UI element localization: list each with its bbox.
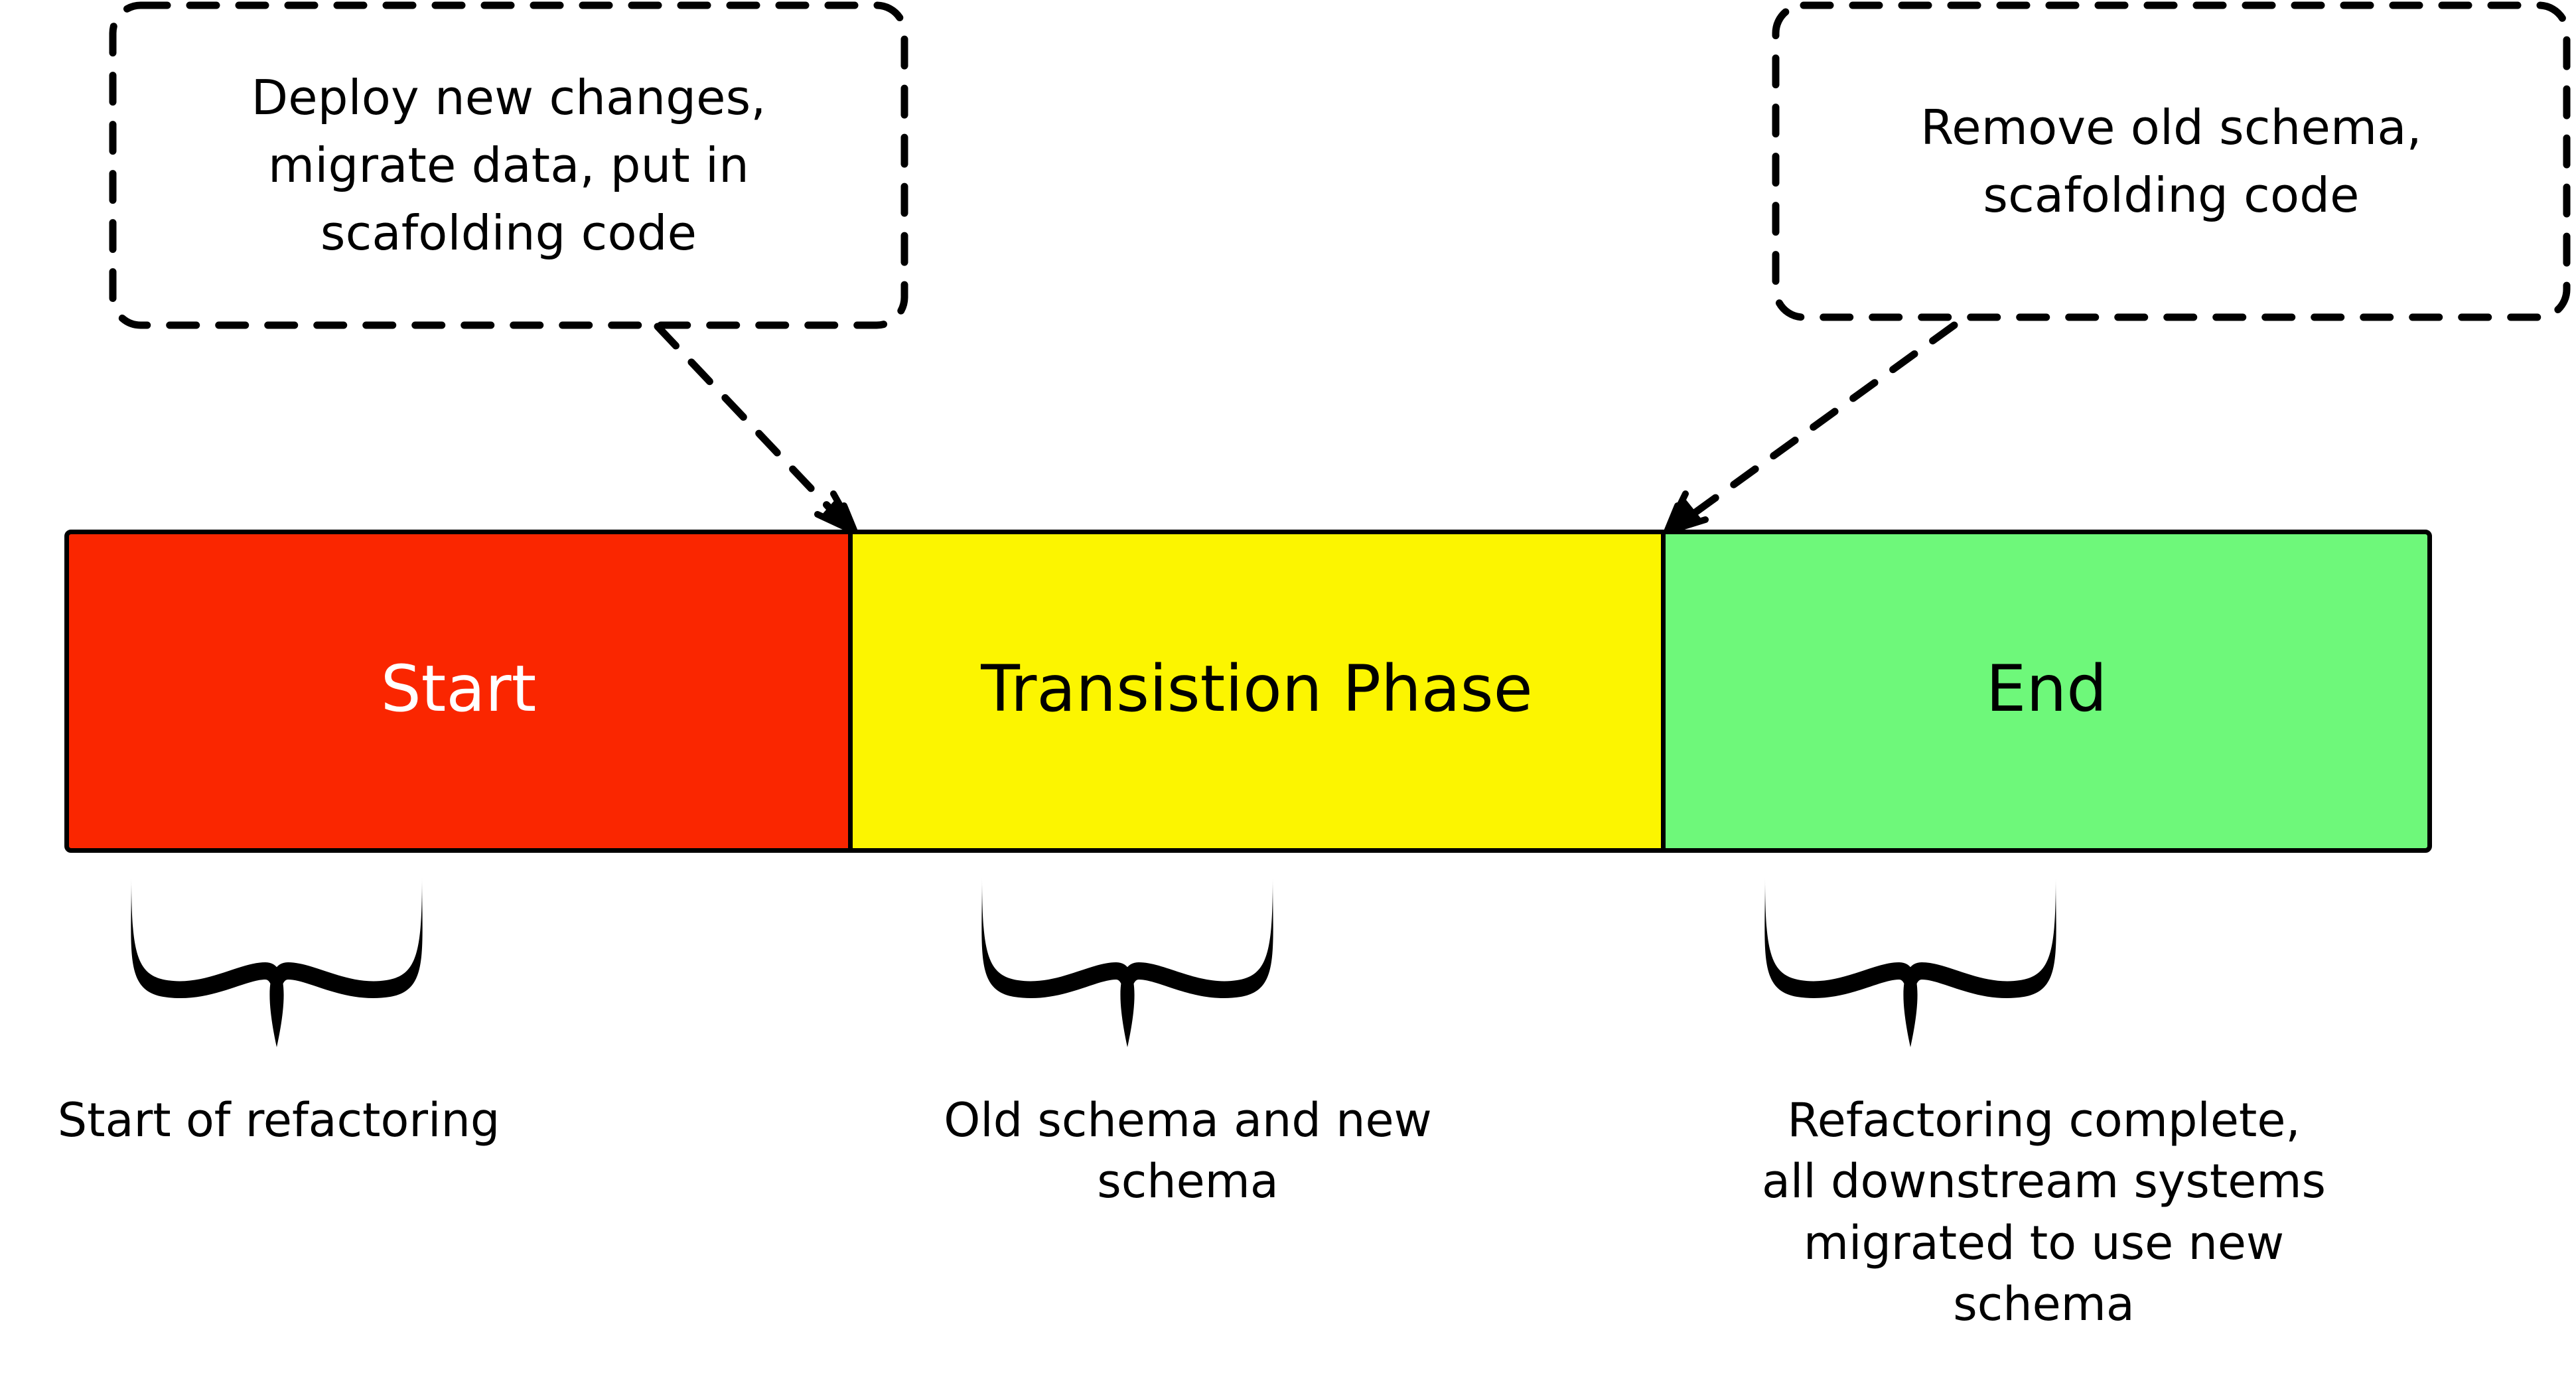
phase-bar-end[interactable]: End [1661,530,2432,853]
phase-bar-end-label: End [1985,651,2108,726]
brace-transition [981,877,1273,1047]
brace-caption-transition: Old schema and new schema [944,1093,1432,1209]
brace-caption-start: Start of refactoring [57,1093,500,1147]
callout-arrow-deploy [654,323,858,535]
phase-bar-row: Start Transistion Phase End [64,530,2437,853]
phase-bar-transition-label: Transistion Phase [981,651,1533,726]
phase-bar-transition[interactable]: Transistion Phase [848,530,1666,853]
brace-start [131,877,423,1047]
phase-bar-start-label: Start [380,651,537,726]
brace-end [1764,877,2056,1047]
phase-bar-start[interactable]: Start [64,530,853,853]
callout-label-remove: Remove old schema, scafolding code [1920,99,2422,223]
brace-caption-end: Refactoring complete, all downstream sys… [1761,1093,2326,1332]
callout-label-deploy: Deploy new changes, migrate data, put in… [251,69,766,261]
callout-arrow-remove [1664,321,1958,535]
